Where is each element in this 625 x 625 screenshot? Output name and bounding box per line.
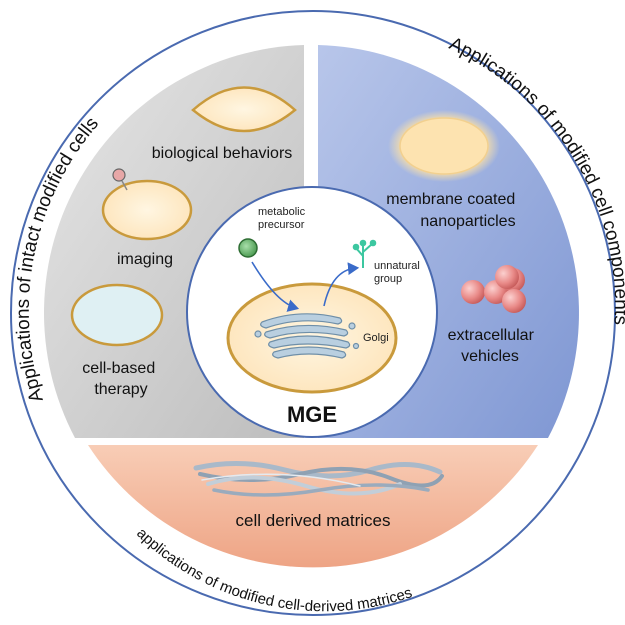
imaging-label: imaging [117, 251, 173, 268]
metabolic-precursor-label: metabolic precursor [258, 206, 308, 231]
display-arrow-icon [323, 262, 360, 307]
mge-title: MGE [287, 402, 337, 427]
unnatural-group-icon [352, 239, 377, 268]
cell-based-therapy-label: cell-based therapy [82, 360, 159, 398]
nanoparticle-icon [399, 117, 489, 175]
unnatural-group-label: unnatural group [374, 260, 423, 285]
membrane-coated-label: membrane coated nanoparticles [386, 191, 519, 230]
biological-behaviors-cell-icon [191, 86, 297, 133]
golgi-icon [254, 313, 360, 359]
matrix-fibers-icon [193, 461, 444, 497]
metabolic-precursor-icon [238, 238, 258, 258]
biological-behaviors-label: biological behaviors [152, 145, 293, 162]
probe-icon [112, 168, 126, 182]
extracellular-vehicles-label: extracellular vehicles [448, 327, 539, 365]
therapy-cell-icon [70, 283, 164, 347]
golgi-label: Golgi [363, 332, 389, 344]
vesicle-icon [461, 280, 485, 304]
imaging-cell-icon [101, 179, 193, 241]
probe-stalk-icon [121, 180, 128, 191]
uptake-arrow-icon [251, 261, 300, 312]
cell-derived-matrices-label: cell derived matrices [236, 511, 391, 530]
vesicle-icon [495, 265, 519, 289]
vesicle-icon [502, 289, 526, 313]
